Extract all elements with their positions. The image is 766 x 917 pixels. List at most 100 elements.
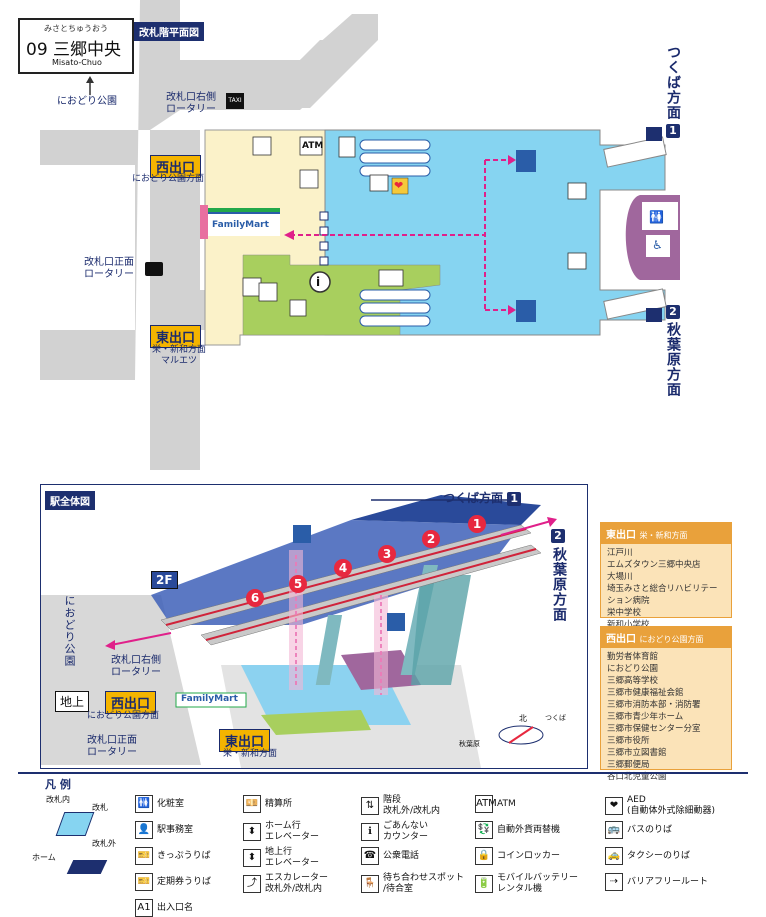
- west-destination-item: 三郷高等学校: [607, 676, 659, 686]
- overview-map-svg: [41, 495, 557, 768]
- legend-label: 駅事務室: [157, 824, 194, 835]
- legend-label: コインロッカー: [497, 850, 561, 861]
- overview-east-exit: 東出口: [219, 729, 271, 752]
- compass-north: 北: [519, 714, 527, 723]
- legend-label: 公衆電話: [383, 850, 420, 861]
- overview-akihabara-label: 秋葉原方面: [551, 547, 567, 622]
- legend-title: 凡 例: [40, 774, 76, 794]
- legend-label: 定期券うりば: [157, 876, 212, 887]
- legend-icon: 👤: [135, 821, 153, 839]
- legend-label: ホーム行 エレベーター: [265, 821, 320, 842]
- legend-label: モバイルバッテリー レンタル機: [497, 873, 579, 894]
- east-destination-item: 新和小学校: [607, 620, 650, 630]
- overview-familymart-label: FamilyMart: [181, 694, 238, 704]
- legend-label: 化粧室: [157, 798, 185, 809]
- legend-icon: ATM: [475, 795, 497, 813]
- west-destination-item: 三郷市役所: [607, 736, 650, 746]
- east-exit-sub: 栄・新和方面 マルエツ: [152, 345, 207, 366]
- legend-item: ATMATM: [475, 795, 516, 813]
- legend-grid: 🚻 化粧室 💴 精算所 ⇅階段 改札外/改札内 ATMATM ❤AED (自動体外式除細動器…: [135, 795, 755, 917]
- west-destination-item: 三郷市立図書館: [607, 748, 667, 758]
- legend-item: 🔒 コインロッカー: [475, 847, 560, 865]
- legend-icon: 🎫: [135, 847, 153, 865]
- legend-icon: ⇅: [361, 797, 379, 815]
- north-park-label: におどり公園: [57, 96, 117, 107]
- station-name: 09 三郷中央: [26, 40, 122, 60]
- legend-label: 自動外貨両替機: [497, 824, 561, 835]
- legend-icon: 🚻: [135, 795, 153, 813]
- compass-akihabara: 秋葉原: [459, 740, 480, 748]
- legend-label: 階段 改札外/改札内: [383, 795, 441, 816]
- legend-icon: 🚕: [605, 847, 623, 865]
- overview-title: 駅全体図: [45, 491, 95, 510]
- legend-icon: 💴: [243, 795, 261, 813]
- legend-label: きっぷうりば: [157, 850, 211, 861]
- legend-label: バスのりば: [627, 824, 673, 835]
- station-english: Misato-Chuo: [52, 58, 102, 67]
- floor-2f-label: 2F: [151, 571, 178, 589]
- rotary-right-label: 改札口右側 ロータリー: [166, 92, 216, 115]
- legend-icon: ⬍: [243, 823, 261, 841]
- west-exit-sub: におどり公園方面: [132, 174, 205, 184]
- rotary-front-label: 改札口正面 ロータリー: [84, 257, 134, 280]
- east-destination-item: エムズタウン三郷中央店: [607, 560, 701, 570]
- legend-item: 👤 駅事務室: [135, 821, 193, 839]
- overview-east-sub: 栄・新和方面: [223, 749, 278, 759]
- overview-rotary-front: 改札口正面 ロータリー: [87, 735, 137, 758]
- akihabara-direction: 秋葉原方面: [665, 322, 681, 397]
- car-position-5: 5: [289, 575, 307, 593]
- legend-label: エスカレーター 改札外/改札内: [265, 873, 329, 894]
- west-destination-item: 谷口北児童公園: [607, 772, 667, 782]
- taxi-icon: TAXI: [226, 93, 244, 109]
- west-destination-item: 勤労者体育館: [607, 652, 659, 662]
- west-panel-head: 西出口 におどり公園方面: [601, 627, 731, 648]
- legend-label: AED (自動体外式除細動器): [627, 795, 716, 816]
- legend-item: ❤AED (自動体外式除細動器): [605, 795, 715, 817]
- west-exit-label: 西出口: [150, 155, 202, 178]
- legend-label: 出入口名: [157, 902, 194, 913]
- legend-icon: 🚌: [605, 821, 623, 839]
- legend-icon: ℹ: [361, 823, 379, 841]
- legend-label: 待ち合わせスポット /待合室: [383, 873, 465, 894]
- legend-item: ⬍ホーム行 エレベーター: [243, 821, 319, 843]
- legend-item: 🪑待ち合わせスポット /待合室: [361, 873, 464, 895]
- legend-item: ⬍地上行 エレベーター: [243, 847, 319, 869]
- legend-label: 精算所: [265, 798, 293, 809]
- legend-item: 🎫 きっぷうりば: [135, 847, 211, 865]
- west-panel-list: 勤労者体育館におどり公園三郷高等学校三郷市健康福祉会館三郷市消防本部・消防署三郷…: [601, 648, 731, 786]
- familymart-label: FamilyMart: [212, 220, 269, 230]
- legend-divider: [18, 772, 748, 774]
- floor-plan-map: [40, 0, 680, 470]
- west-destination-item: 三郷市健康福祉会館: [607, 688, 684, 698]
- legend-label: ごあんない カウンター: [383, 821, 429, 842]
- east-panel-head: 東出口 栄・新和方面: [601, 523, 731, 544]
- legend-item: 🚻 化粧室: [135, 795, 184, 813]
- compass-tsukuba: つくば: [545, 714, 566, 722]
- station-name-box: みさとちゅうおう 09 三郷中央 Misato-Chuo: [18, 18, 134, 74]
- car-position-1: 1: [468, 515, 486, 533]
- atm-icon: ATM: [302, 141, 324, 151]
- legend-icon: 🎫: [135, 873, 153, 891]
- car-position-3: 3: [378, 545, 396, 563]
- west-destination-item: 三郷郵便局: [607, 760, 650, 770]
- station-ruby: みさとちゅうおう: [44, 24, 108, 33]
- legend-icon: 🔒: [475, 847, 493, 865]
- west-destination-item: 三郷市青少年ホーム: [607, 712, 684, 722]
- bus-icon: [145, 262, 163, 276]
- legend-label: 地上行 エレベーター: [265, 847, 320, 868]
- car-position-6: 6: [246, 589, 264, 607]
- information-icon: i: [316, 275, 321, 289]
- legend-icon: ☎: [361, 847, 379, 865]
- platform-2-badge: 2: [666, 305, 680, 319]
- legend-icon: 💱: [475, 821, 493, 839]
- legend-icon: ❤: [605, 797, 623, 815]
- overview-tsukuba-label: つくば方面 1: [443, 489, 522, 506]
- legend-icon: 🔋: [475, 875, 493, 893]
- car-position-4: 4: [334, 559, 352, 577]
- legend-item: 🚌 バスのりば: [605, 821, 672, 839]
- overview-west-exit: 西出口: [105, 691, 157, 714]
- east-destination-item: 栄中学校: [607, 608, 642, 618]
- legend-label: バリアフリールート: [627, 876, 709, 887]
- east-exit-panel: 東出口 栄・新和方面 江戸川エムズタウン三郷中央店大場川埼玉みさと総合リハビリテ…: [600, 522, 732, 642]
